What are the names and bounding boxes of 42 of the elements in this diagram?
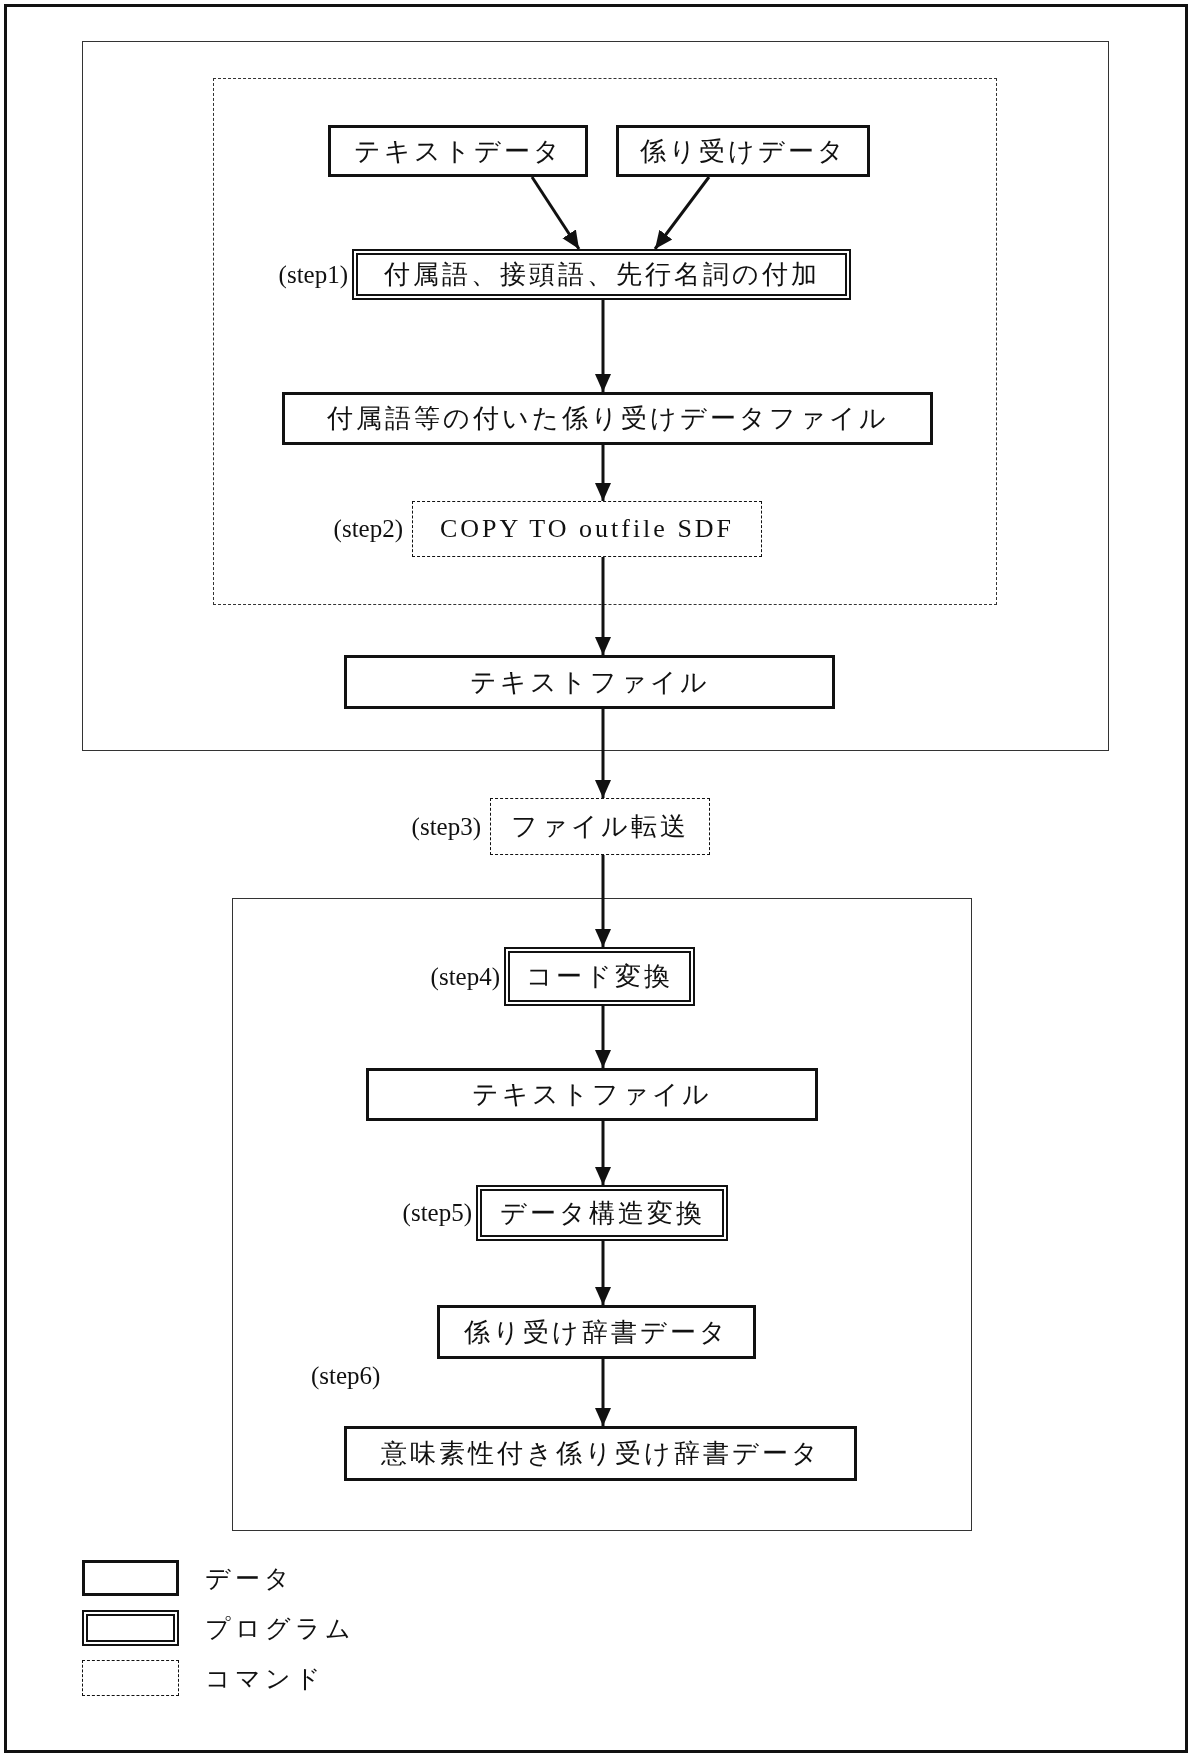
node-label: テキストファイル	[469, 666, 710, 699]
environment-frame	[82, 41, 1109, 751]
data-box	[344, 655, 835, 709]
arrow	[595, 1121, 611, 1185]
legend-label: データ	[205, 1564, 294, 1594]
arrow	[595, 300, 611, 392]
arrow	[595, 445, 611, 501]
arrow	[595, 1241, 611, 1305]
arrow	[595, 709, 611, 798]
environment-frame	[232, 898, 972, 1531]
data-box	[282, 392, 933, 445]
node-label: 係り受け辞書データ	[464, 1316, 729, 1349]
data-box	[366, 1068, 818, 1121]
step-label: (step1)	[278, 260, 348, 289]
arrow	[595, 1006, 611, 1068]
step-label: (step2)	[333, 515, 403, 543]
node-label: 付属語、接頭語、先行名詞の付加	[383, 259, 820, 291]
node-label: 付属語等の付いた係り受けデータファイル	[326, 403, 889, 435]
arrow	[595, 1359, 611, 1426]
step-label: (step6)	[311, 1362, 381, 1390]
tool-frame	[213, 78, 997, 605]
node-label: テキストデータ	[353, 135, 563, 168]
data-box	[437, 1305, 756, 1359]
legend-label: コマンド	[205, 1664, 325, 1694]
arrow	[653, 176, 711, 250]
arrow	[595, 855, 611, 947]
data-box	[344, 1426, 857, 1481]
step-label: (step3)	[411, 812, 481, 841]
step-label: (step5)	[402, 1199, 472, 1227]
node-label: 係り受けデータ	[639, 135, 847, 168]
arrow	[530, 176, 581, 250]
step-label: (step4)	[430, 962, 500, 991]
data-box	[328, 125, 588, 177]
node-label: データ構造変換	[499, 1197, 705, 1230]
legend-label: プログラム	[205, 1614, 355, 1644]
node-label: ファイル転送	[511, 811, 689, 843]
node-label: COPY TO outfile SDF	[439, 514, 735, 544]
node-label: テキストファイル	[472, 1079, 712, 1111]
data-box	[616, 125, 870, 177]
arrow	[595, 557, 611, 655]
node-label: コード変換	[526, 961, 673, 993]
node-label: 意味素性付き係り受け辞書データ	[380, 1438, 821, 1470]
